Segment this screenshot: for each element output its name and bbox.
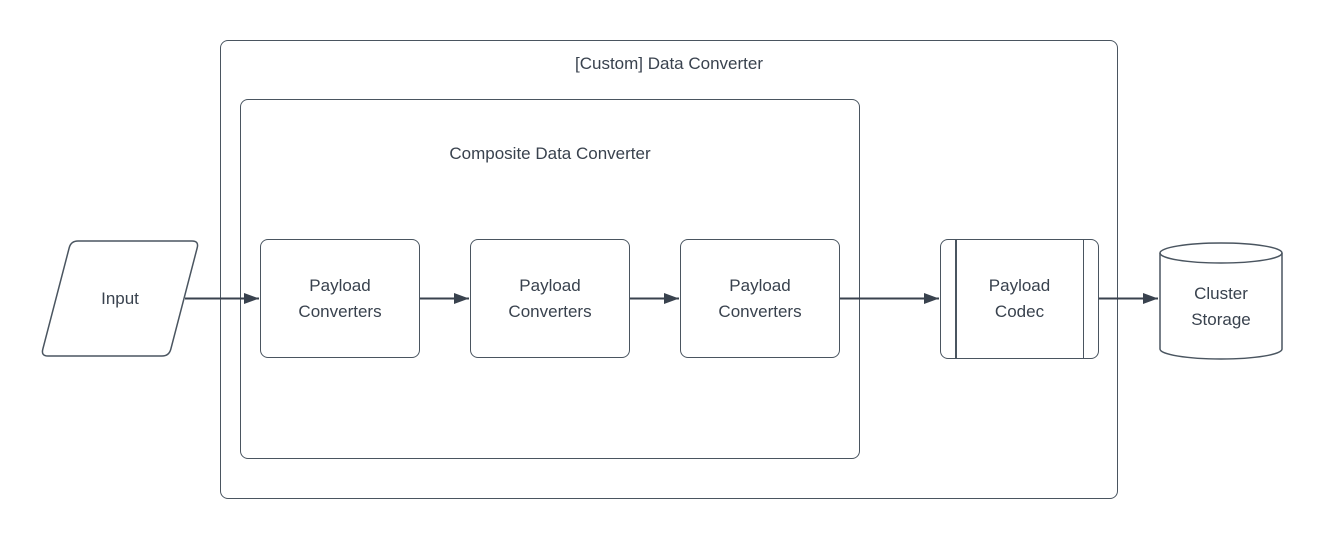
node-payload-converters-3: Payload Converters [680,239,840,358]
node-payload-converters-1-label: Payload Converters [298,275,382,321]
group-custom-data-converter: [Custom] Data Converter [220,40,1118,499]
parallelogram-shape [41,240,199,357]
node-cluster-storage-label: Cluster Storage [1191,284,1251,329]
cylinder-shape [1159,242,1283,360]
node-payload-codec: Payload Codec [940,239,1099,359]
group-composite-data-converter: Composite Data Converter [240,99,860,459]
node-payload-converters-3-label: Payload Converters [718,275,802,321]
predefined-process-left-bar [955,240,957,358]
node-payload-converters-2-label: Payload Converters [508,275,592,321]
node-payload-converters-2: Payload Converters [470,239,630,358]
group-composite-data-converter-label: Composite Data Converter [449,144,651,163]
predefined-process-right-bar [1082,240,1084,358]
group-custom-data-converter-label: [Custom] Data Converter [574,54,763,73]
node-payload-converters-1: Payload Converters [260,239,420,358]
node-cluster-storage: Cluster Storage [1159,242,1283,360]
node-input: Input [40,240,200,357]
node-input-label: Input [101,288,139,308]
node-payload-codec-label: Payload Codec [988,276,1051,321]
